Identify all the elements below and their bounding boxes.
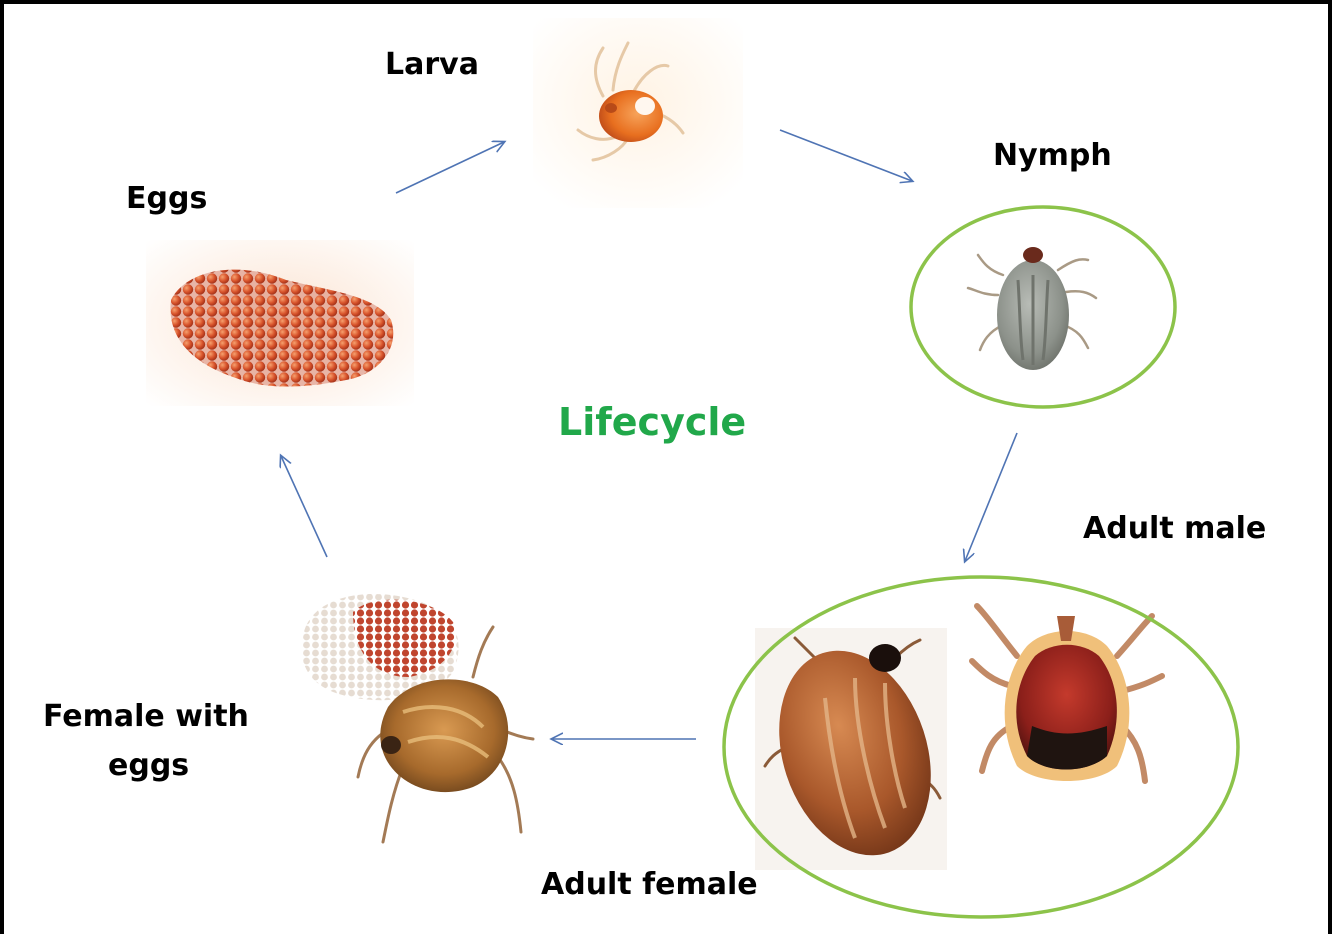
adult-male-tick-icon — [957, 586, 1175, 818]
adult-female-photo — [755, 628, 947, 870]
female-with-eggs-photo — [293, 577, 538, 849]
nymph-tick-icon — [938, 200, 1123, 430]
adult-female-label: Adult female — [541, 866, 758, 904]
larva-label: Larva — [385, 46, 479, 84]
adult-male-photo — [957, 586, 1175, 818]
lifecycle-title: Lifecycle — [558, 400, 746, 446]
female-with-eggs-label-line2: eggs — [108, 747, 189, 785]
female-with-eggs-icon — [293, 577, 538, 849]
nymph-photo — [938, 200, 1123, 430]
adult-male-label: Adult male — [1083, 510, 1266, 548]
larva-photo — [533, 18, 743, 208]
egg-cluster-icon — [146, 240, 414, 406]
adult-female-tick-icon — [755, 628, 947, 870]
eggs-photo — [146, 240, 414, 406]
larva-tick-icon — [533, 18, 743, 208]
nymph-label: Nymph — [993, 137, 1112, 175]
eggs-label: Eggs — [126, 180, 207, 218]
female-with-eggs-label-line1: Female with — [43, 698, 249, 736]
